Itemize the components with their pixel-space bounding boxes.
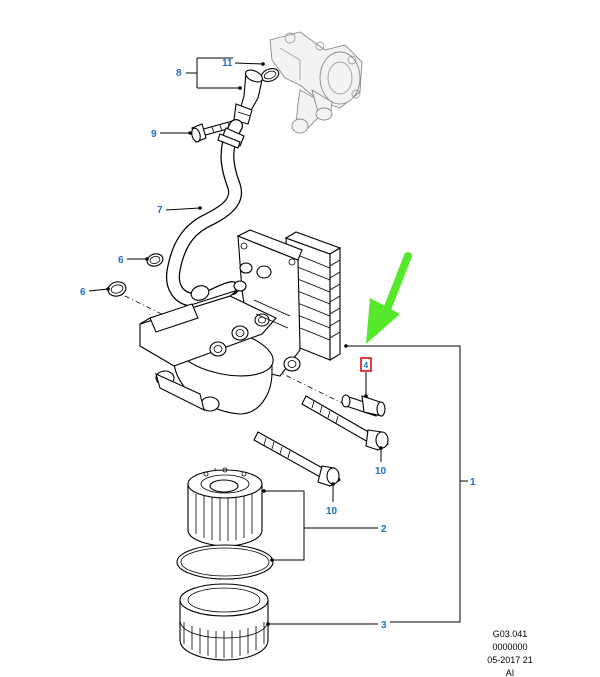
drawing-flag: AI [506, 668, 515, 677]
drawing-number: 0000000 [492, 642, 527, 652]
bolt-10-lower [253, 431, 341, 487]
callout-9[interactable]: 9 [151, 129, 157, 140]
water-pump-ghost [269, 31, 363, 134]
callout-8[interactable]: 8 [176, 68, 182, 79]
o-ring-11 [260, 68, 280, 82]
leader-lines [88, 57, 468, 626]
callout-10-upper[interactable]: 10 [375, 466, 387, 477]
callout-1[interactable]: 1 [470, 477, 476, 488]
o-ring-6-lower [107, 281, 127, 297]
coolant-hose [166, 119, 245, 308]
filter-seal [176, 544, 274, 580]
green-pointer-arrow [366, 252, 412, 344]
pressure-valve [341, 394, 386, 417]
highlight-marker-label: 4 [364, 361, 369, 370]
callout-2[interactable]: 2 [381, 524, 387, 535]
o-ring-6-upper [146, 253, 164, 267]
drawing-code: G03.041 [493, 629, 528, 639]
callout-7[interactable]: 7 [157, 205, 163, 216]
filter-element [187, 467, 263, 547]
callout-6-upper[interactable]: 6 [118, 255, 124, 266]
coolant-pipe-fitting [233, 69, 263, 125]
callout-11[interactable]: 11 [222, 58, 233, 69]
callout-6-lower[interactable]: 6 [80, 287, 86, 298]
drawing-date: 05-2017 21 [487, 655, 533, 665]
oil-filter-housing [139, 229, 303, 415]
drawing-reference: G03.041 0000000 05-2017 21 AI [487, 629, 533, 677]
filter-cap [179, 583, 269, 661]
callout-3[interactable]: 3 [381, 620, 387, 631]
callout-10-lower[interactable]: 10 [326, 506, 338, 517]
highlight-marker[interactable]: 4 [360, 357, 372, 372]
bolt-10-upper [301, 395, 389, 451]
